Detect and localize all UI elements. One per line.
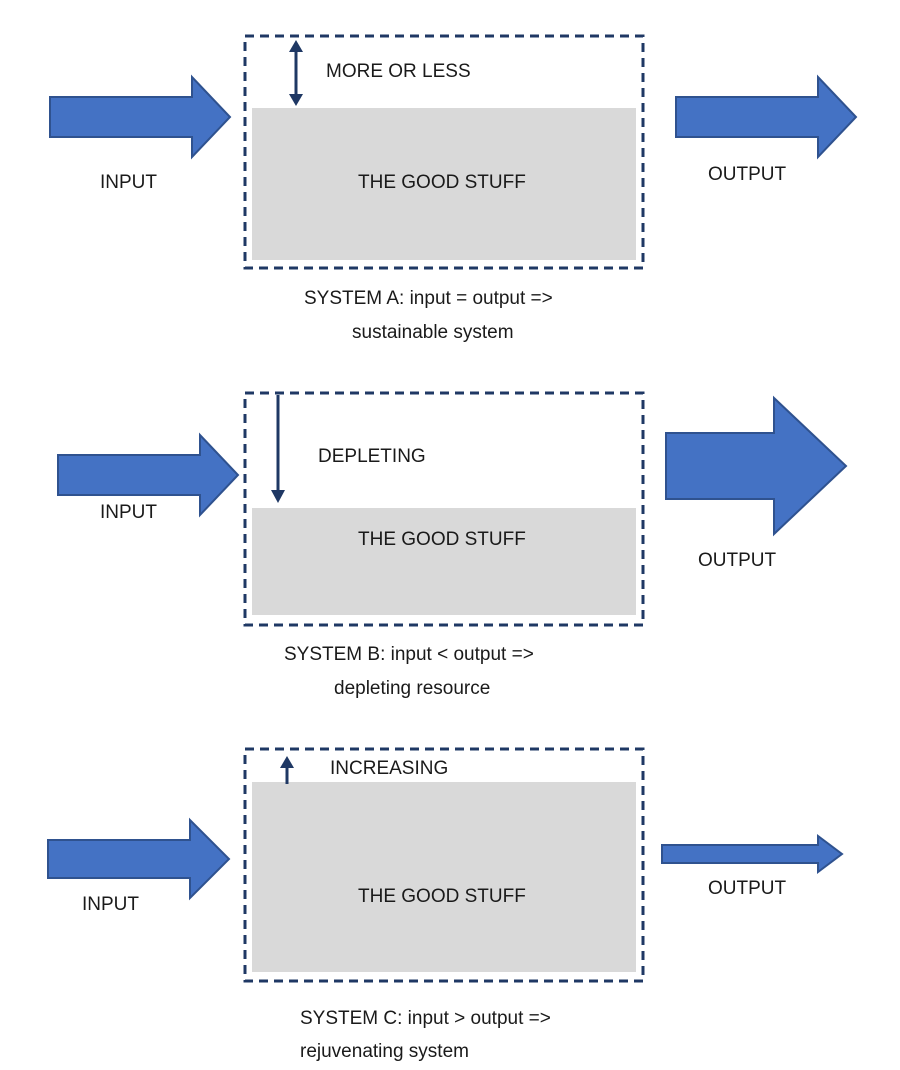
system-c-boundary — [243, 747, 645, 983]
system-a-level-label: MORE OR LESS — [326, 61, 471, 82]
system-a-stock-label: THE GOOD STUFF — [358, 172, 526, 193]
system-a-output-arrow — [675, 74, 858, 160]
system-b-level-arrow — [271, 395, 285, 503]
system-a-input-label: INPUT — [100, 172, 157, 193]
system-c-level-label: INCREASING — [330, 758, 448, 779]
system-c-output-label: OUTPUT — [708, 878, 787, 899]
system-a-caption-line-1: SYSTEM A: input = output => — [304, 288, 553, 309]
system-c-input-arrow — [47, 817, 231, 901]
system-c-caption-line-2: rejuvenating system — [300, 1041, 469, 1062]
system-a-boundary — [243, 34, 645, 270]
system-a-stock — [252, 108, 636, 260]
system-c-caption-line-1: SYSTEM C: input > output => — [300, 1008, 551, 1029]
system-c-stock-label: THE GOOD STUFF — [358, 886, 526, 907]
system-b: INPUT THE GOOD STUFF DEPLETING OUTPUT SY… — [57, 391, 848, 699]
system-c-input-label: INPUT — [82, 894, 139, 915]
system-c-stock — [252, 782, 636, 972]
system-b-stock-label: THE GOOD STUFF — [358, 529, 526, 550]
system-c-level-arrow — [280, 756, 294, 784]
system-c: INPUT THE GOOD STUFF INCREASING OUTPUT S… — [47, 747, 844, 1062]
system-b-level-label: DEPLETING — [318, 446, 426, 467]
system-b-output-label: OUTPUT — [698, 550, 777, 571]
system-a-caption-line-2: sustainable system — [352, 322, 514, 343]
system-c-output-arrow — [661, 834, 844, 874]
system-a: INPUT THE GOOD STUFF MORE OR LESS OUTPUT… — [49, 34, 858, 343]
system-b-caption-line-1: SYSTEM B: input < output => — [284, 644, 534, 665]
system-a-input-arrow — [49, 74, 232, 160]
system-a-level-arrow — [289, 40, 303, 106]
system-b-output-arrow — [665, 395, 848, 537]
system-a-output-label: OUTPUT — [708, 164, 787, 185]
system-b-caption-line-2: depleting resource — [334, 678, 490, 699]
system-b-input-arrow — [57, 432, 240, 518]
system-b-input-label: INPUT — [100, 502, 157, 523]
system-b-stock — [252, 508, 636, 615]
system-b-boundary — [243, 391, 645, 627]
